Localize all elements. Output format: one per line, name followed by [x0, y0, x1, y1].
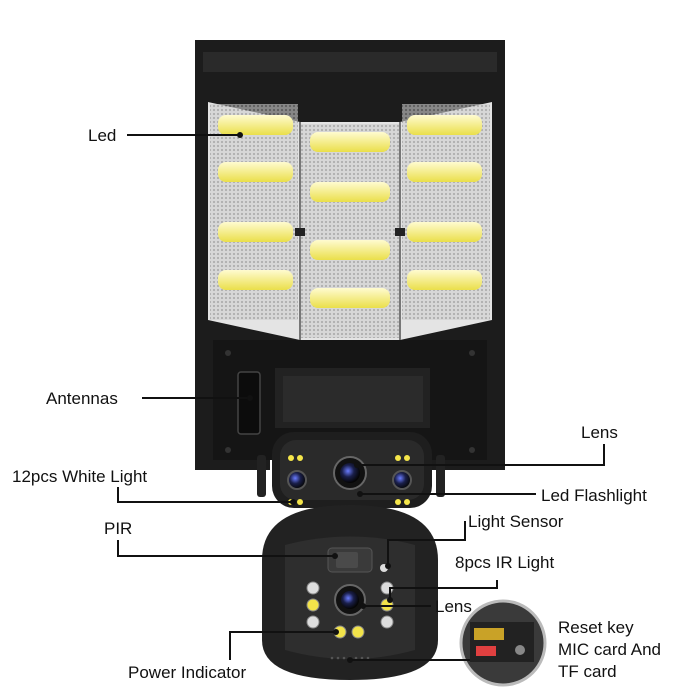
label-power-indicator: Power Indicator: [128, 663, 247, 682]
label-antennas: Antennas: [46, 389, 118, 408]
label-white-light: 12pcs White Light: [12, 467, 148, 486]
label-lens-top: Lens: [581, 423, 618, 442]
callout-dots: [237, 132, 393, 663]
label-led: Led: [88, 126, 117, 145]
label-lens-bottom: Lens: [435, 597, 472, 616]
card-slot-inset: [459, 599, 547, 687]
antenna-slot: [237, 371, 261, 435]
label-ir-light: 8pcs IR Light: [455, 553, 555, 572]
label-mic-card: MIC card And: [558, 640, 661, 659]
camera-head: [257, 432, 445, 508]
led-panel: [208, 102, 492, 340]
label-led-flashlight: Led Flashlight: [541, 486, 647, 505]
label-light-sensor: Light Sensor: [468, 512, 564, 531]
callout-lines: [117, 134, 605, 661]
label-reset-key: Reset key: [558, 618, 634, 637]
label-tf-card: TF card: [558, 662, 617, 681]
camera-dome: [262, 505, 438, 680]
label-pir: PIR: [104, 519, 133, 538]
